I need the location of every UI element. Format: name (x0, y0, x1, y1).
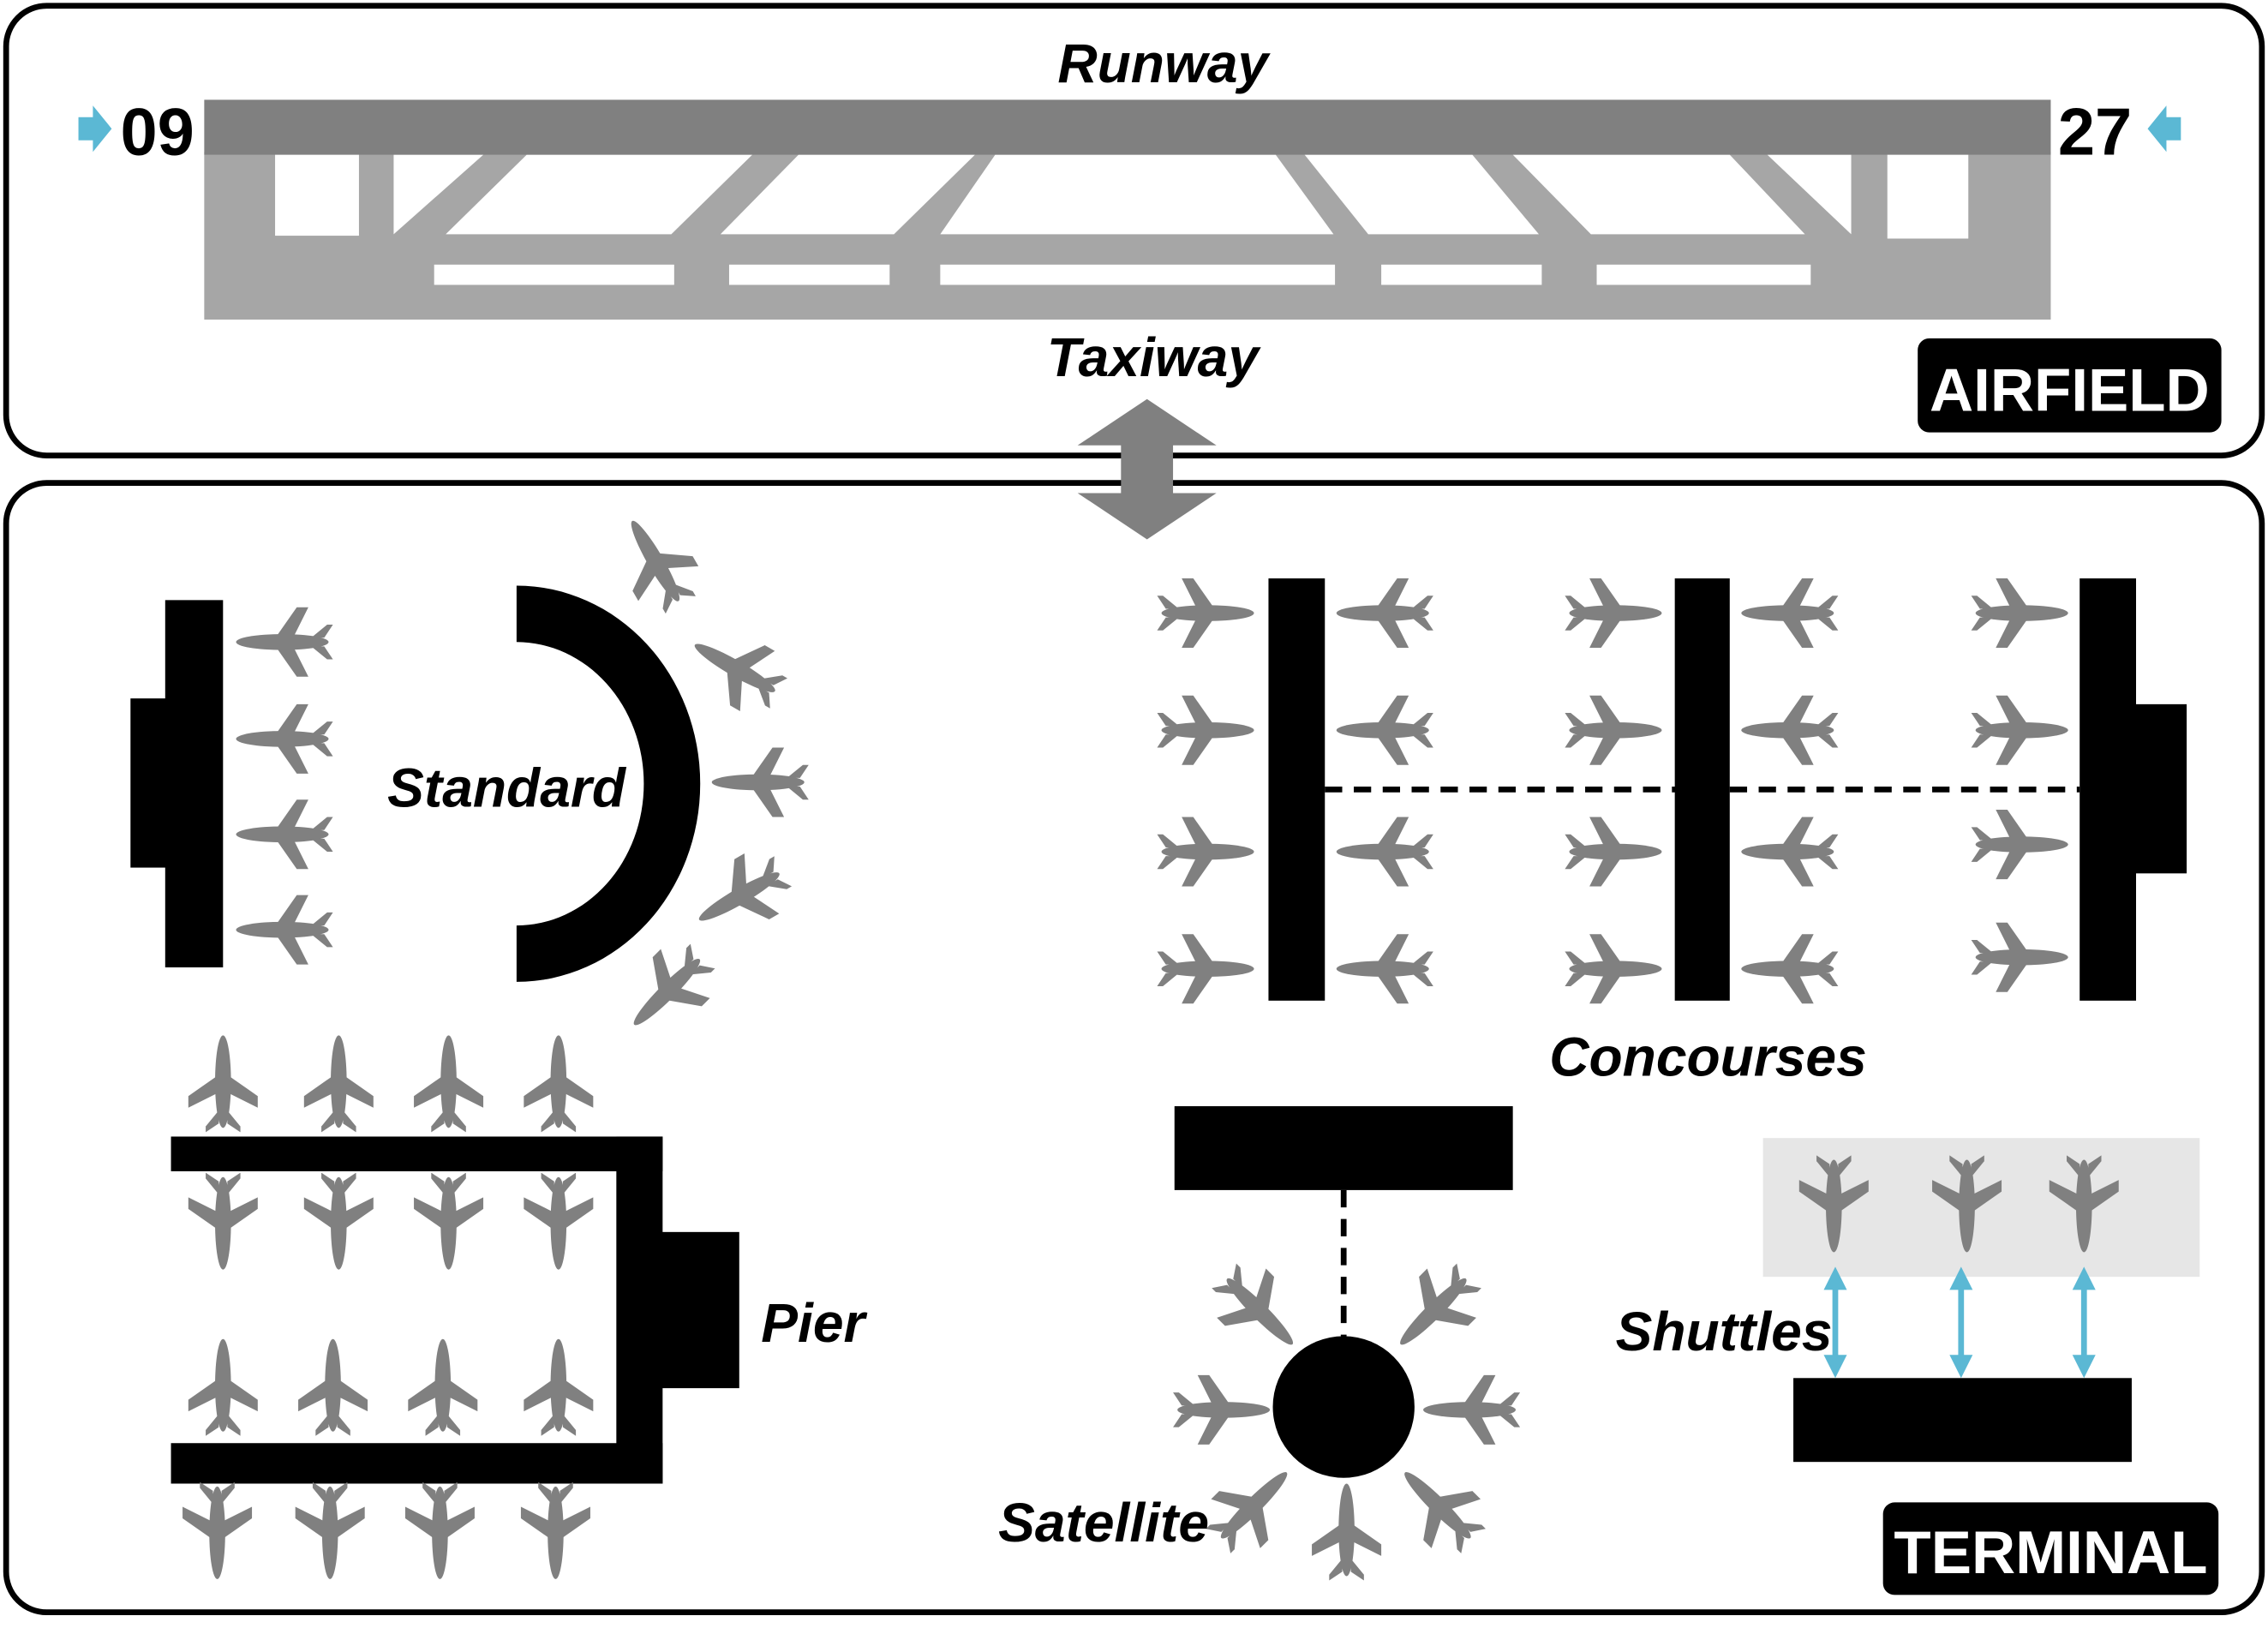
shuttles-label: Shuttles (1616, 1301, 1833, 1362)
runway-27-label: 27 (2058, 96, 2132, 170)
standard-terminal (130, 585, 701, 982)
taxiway-label: Taxiway (1047, 326, 1261, 388)
airfield-badge-text: AIRFIELD (1930, 356, 2210, 424)
runway-27-arrow-icon (2147, 105, 2181, 153)
runway-09-arrow-icon (78, 105, 112, 153)
pier-label: Pier (761, 1292, 867, 1354)
terminal-badge-text: TERMINAL (1894, 1519, 2207, 1587)
terminal-badge (1882, 1502, 2219, 1595)
runway-09-label: 09 (120, 96, 194, 170)
pier-terminal (171, 1136, 739, 1484)
airfield-terminal-connector-arrow-icon (1077, 398, 1217, 540)
runway (204, 99, 2051, 155)
airfield-badge (1918, 338, 2222, 433)
satellite-label: Satellite (998, 1492, 1209, 1553)
concourses-label: Concourses (1549, 1026, 1867, 1088)
satellite-terminal (1174, 1106, 1513, 1478)
concourses-terminal (1268, 578, 2187, 1001)
shuttle-terminal (1793, 1378, 2132, 1463)
taxiway-holes (275, 154, 1969, 285)
runway-label: Runway (1057, 33, 1271, 94)
standard-label: Standard (387, 757, 627, 819)
shuttle-arrows (1823, 1266, 2096, 1379)
